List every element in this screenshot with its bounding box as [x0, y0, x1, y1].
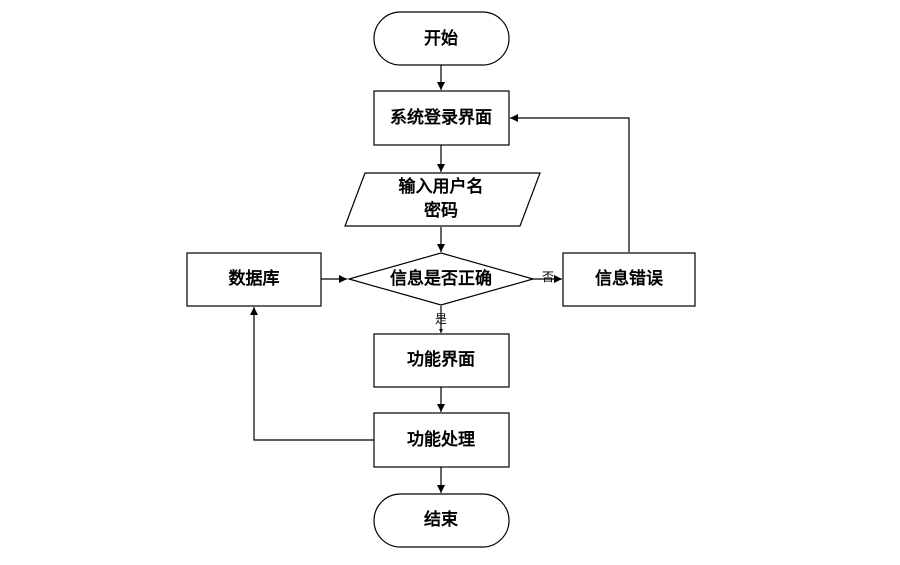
edge-label-no: 否 [542, 270, 554, 284]
input-node: 输入用户名 密码 [344, 172, 541, 227]
database-node: 数据库 [186, 252, 322, 307]
function-screen-node: 功能界面 [373, 333, 510, 388]
start-node: 开始 [373, 11, 510, 66]
edge-error-to-login [510, 114, 630, 252]
error-label: 信息错误 [595, 268, 664, 289]
database-label: 数据库 [229, 268, 280, 289]
input-label-line2: 密码 [424, 200, 458, 221]
login-screen-node: 系统登录界面 [373, 90, 510, 146]
login-screen-label: 系统登录界面 [390, 107, 492, 128]
function-process-node: 功能处理 [373, 412, 510, 468]
start-label: 开始 [424, 28, 458, 49]
edge-label-yes: 是 [435, 312, 447, 326]
check-label: 信息是否正确 [390, 268, 492, 289]
check-node: 信息是否正确 [346, 252, 536, 306]
function-screen-label: 功能界面 [407, 349, 475, 370]
edge-process-to-database [250, 307, 374, 441]
function-process-label: 功能处理 [407, 429, 475, 450]
input-label-line1: 输入用户名 [399, 176, 484, 197]
error-node: 信息错误 [562, 252, 696, 307]
end-node: 结束 [373, 493, 510, 548]
end-label: 结束 [424, 509, 458, 530]
